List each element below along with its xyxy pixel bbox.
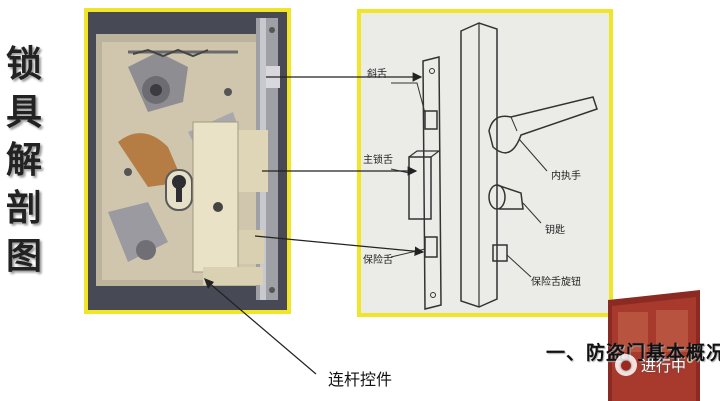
label-main-bolt: 主锁舌 [363, 153, 393, 166]
side-title-char: 解 [5, 139, 42, 181]
lock-sketch-drawing: 斜舌 主锁舌 保险舌 内执手 钥匙 保险舌旋钮 [361, 13, 609, 313]
watermark: ● 进行中 [615, 354, 686, 376]
label-safety-knob: 保险舌旋钮 [531, 275, 581, 288]
section-banner: 一、防盗门基本概况 [546, 342, 720, 364]
watermark-text: 进行中 [641, 356, 687, 375]
side-title-char: 具 [5, 91, 42, 133]
side-title-char: 剖 [5, 187, 42, 229]
label-latch: 斜舌 [367, 67, 387, 80]
chat-bubble-icon: ● [615, 354, 637, 376]
side-title-char: 图 [5, 235, 42, 277]
linkage-caption: 连杆控件 [328, 370, 393, 389]
label-key-hole: 钥匙 [545, 223, 565, 236]
lock-mechanism-photo [88, 12, 287, 310]
side-title: 锁 具 解 剖 图 [4, 40, 44, 280]
side-title-char: 锁 [5, 43, 42, 85]
lock-photo-frame [84, 8, 291, 314]
label-safety-bolt: 保险舌 [363, 253, 393, 266]
lock-sketch-frame: 斜舌 主锁舌 保险舌 内执手 钥匙 保险舌旋钮 [357, 9, 613, 317]
label-inner-handle: 内执手 [551, 169, 581, 182]
